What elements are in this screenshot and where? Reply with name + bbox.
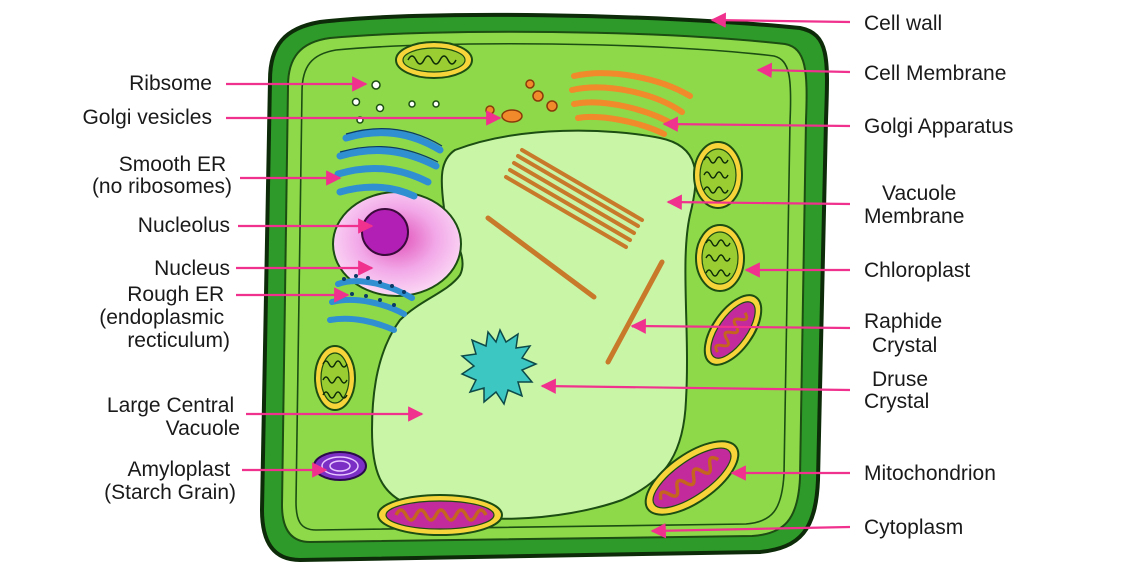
chloroplast-top [396,42,472,78]
label-cell-wall: Cell wall [864,12,942,35]
label-nucleus: Nucleus [154,257,230,280]
label-ribosome: Ribsome [129,72,212,95]
label-druse-crystal: Druse Crystal [864,368,934,413]
label-nucleolus: Nucleolus [138,214,230,237]
mitochondrion-bottom [378,495,502,535]
amyloplast-shape [314,452,366,480]
chloroplast-right-upper [694,142,742,208]
label-cell-membrane: Cell Membrane [864,62,1006,85]
label-raphide-crystal: Raphide Crystal [864,310,948,357]
nucleolus-shape [362,209,408,255]
label-rough-er: Rough ER (endoplasmic recticulum) [99,283,230,352]
label-golgi-apparatus: Golgi Apparatus [864,115,1013,138]
label-amyloplast: Amyloplast (Starch Grain) [104,458,236,504]
label-cytoplasm: Cytoplasm [864,516,963,539]
label-golgi-vesicles: Golgi vesicles [82,106,212,129]
chloroplast-right-middle [696,225,744,291]
chloroplast-left [315,346,355,410]
right-labels: Cell wall Cell Membrane Golgi Apparatus … [864,12,1013,539]
left-labels: Ribsome Golgi vesicles Smooth ER (no rib… [82,72,240,504]
label-smooth-er: Smooth ER (no ribosomes) [92,153,232,198]
label-large-central-vacuole: Large Central Vacuole [107,394,240,440]
label-mitochondrion: Mitochondrion [864,462,996,485]
label-chloroplast: Chloroplast [864,259,970,282]
label-vacuole-membrane: Vacuole Membrane [864,182,964,228]
